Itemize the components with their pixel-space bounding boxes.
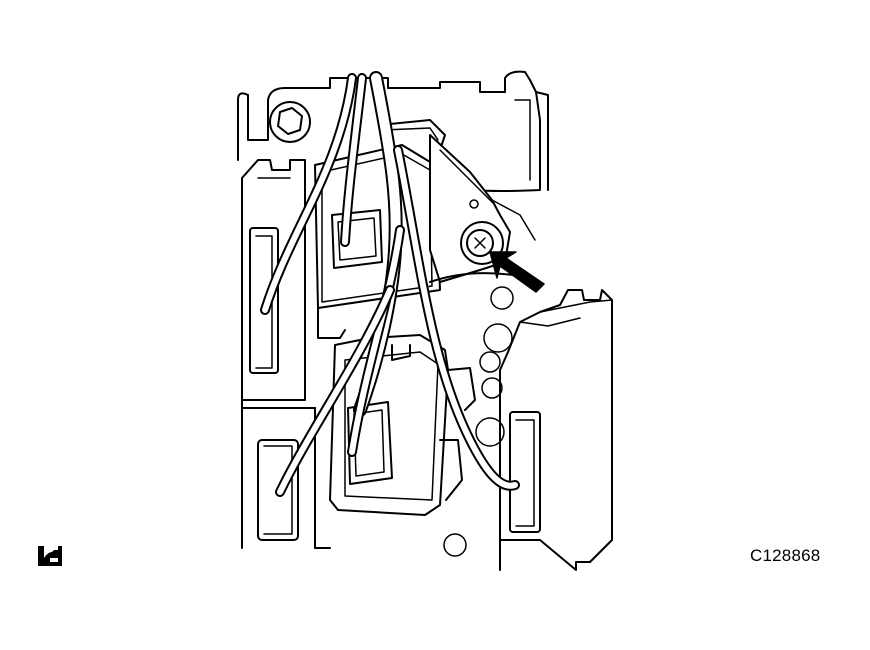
wiring-connector-symbol-icon: [38, 546, 62, 566]
top-left-bolt: [269, 101, 311, 143]
housing-outline: [237, 70, 549, 192]
figure-code: C128868: [750, 546, 821, 565]
wiring-harness: [260, 71, 520, 497]
right-connector: [475, 289, 613, 571]
bottom-edge: [314, 533, 501, 571]
middle-plate: [317, 272, 521, 373]
left-connector-strip: [241, 159, 316, 549]
pointer-arrow-icon: [489, 251, 545, 293]
